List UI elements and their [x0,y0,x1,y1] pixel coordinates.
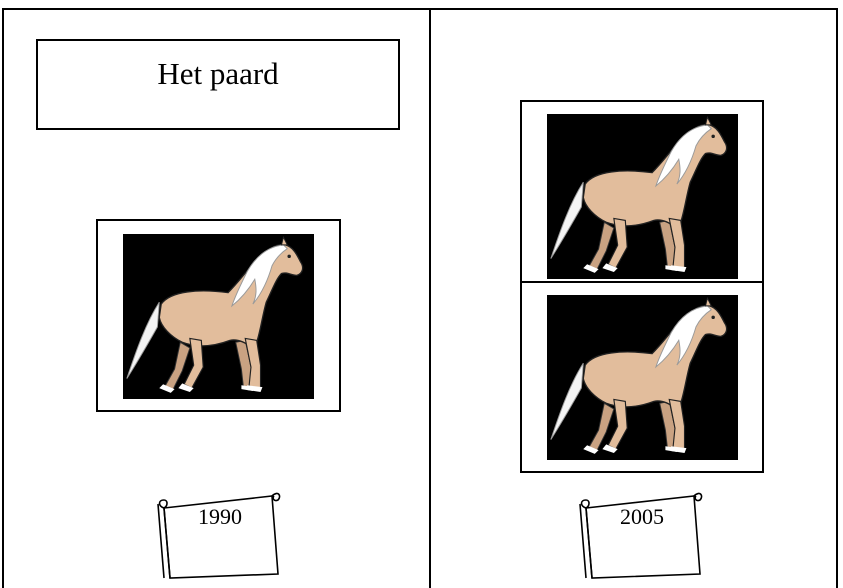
title-box: Het paard [36,39,400,130]
horse-icon [547,295,738,460]
year-label: 1990 [198,504,242,529]
scroll-icon [157,492,281,579]
horse-image [547,114,738,279]
page-title: Het paard [157,55,279,91]
horse-image [547,295,738,460]
horse-image [123,234,314,399]
photo-frame-2005-bottom [520,281,764,473]
year-scroll-1990: 1990 [154,490,284,579]
year-scroll-2005: 2005 [576,490,706,579]
photo-frame-1990 [96,219,341,412]
column-divider [429,8,431,588]
year-label: 2005 [620,504,664,529]
photo-frame-2005-top [520,100,764,290]
horse-icon [547,114,738,279]
scroll-icon [579,492,703,579]
document-frame [2,8,838,588]
horse-icon [123,234,314,399]
